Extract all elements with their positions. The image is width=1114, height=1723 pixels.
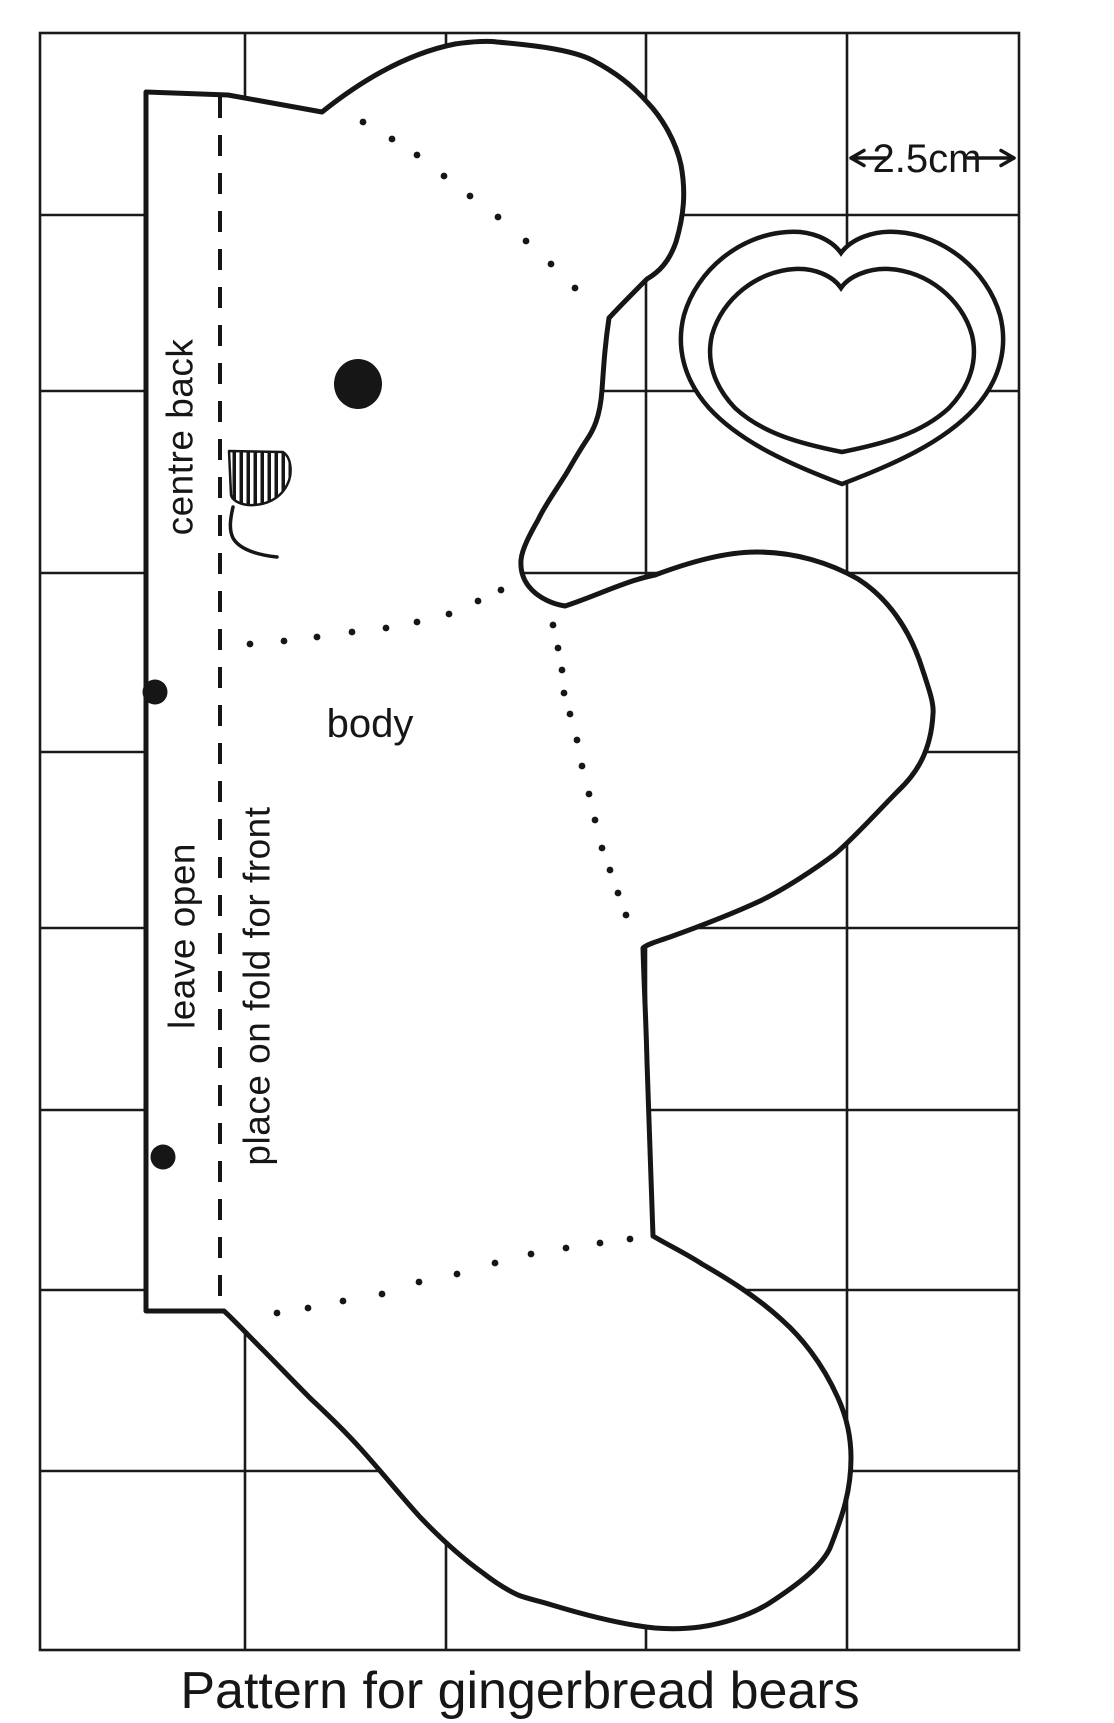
neck-stitch-dot — [280, 637, 288, 645]
ear-stitch-dot — [413, 151, 421, 159]
scale-dimension-label: 2.5cm — [873, 137, 982, 181]
leg-stitch-dot — [527, 1250, 535, 1258]
arm-stitch-dot — [585, 790, 593, 798]
neck-stitch-dot — [382, 624, 390, 632]
leg-stitch-dot — [415, 1278, 423, 1286]
mouth — [227, 449, 292, 507]
ear-stitch-dot — [547, 260, 555, 268]
heart-inner-outline — [707, 266, 977, 455]
dimension-arrows — [849, 148, 1016, 168]
neck-stitch-dot — [445, 610, 453, 618]
neck-stitch-dot — [497, 586, 505, 594]
arm-stitch-dot — [566, 710, 574, 718]
neck-stitch-dot — [246, 640, 254, 648]
neck-stitch-dot — [313, 633, 321, 641]
ear-stitch-dot — [494, 213, 502, 221]
arm-stitch-dot — [591, 816, 599, 824]
label-body: body — [327, 702, 414, 746]
leg-stitch-dot — [339, 1297, 347, 1305]
ear-stitch-dot — [466, 192, 474, 200]
notch-dot — [142, 679, 168, 705]
eye — [334, 359, 382, 409]
ear-stitch-dot — [359, 118, 367, 126]
arm-stitch-dot — [578, 762, 586, 770]
grid-border — [38, 31, 1021, 1652]
label-leave-open: leave open — [162, 843, 203, 1029]
arm-stitch-dot — [622, 911, 630, 919]
leg-stitch-dot — [273, 1309, 281, 1317]
smile-line — [228, 505, 279, 559]
bear-body-outline — [143, 38, 936, 1632]
figure-caption: Pattern for gingerbread bears — [180, 1662, 859, 1720]
ear-stitch-dot — [440, 172, 448, 180]
arm-stitch-dot — [558, 666, 566, 674]
label-place-on-fold: place on fold for front — [237, 806, 278, 1165]
leg-stitch-dot — [453, 1270, 461, 1278]
arm-stitch-dot — [549, 621, 557, 629]
leg-stitch-dot — [596, 1239, 604, 1247]
leg-stitch-dot — [491, 1259, 499, 1267]
leg-stitch-dot — [626, 1235, 634, 1243]
ear-stitch-dot — [571, 284, 579, 292]
neck-stitch-dot — [474, 597, 482, 605]
arm-stitch-dot — [573, 736, 581, 744]
neck-stitch-dot — [413, 618, 421, 626]
arm-stitch-dot — [560, 689, 568, 697]
opening-notch-dots — [142, 679, 176, 1170]
ear-stitch-dot — [388, 135, 396, 143]
heart-piece — [678, 229, 1006, 487]
leg-stitch-dot — [304, 1304, 312, 1312]
neck-stitch-dot — [348, 628, 356, 636]
right-arrow-icon — [966, 148, 1016, 168]
ear-stitch-dot — [522, 237, 530, 245]
left-arrow-icon — [849, 148, 888, 168]
notch-dot — [150, 1144, 176, 1170]
label-centre-back: centre back — [160, 339, 201, 536]
arm-stitch-dot — [614, 889, 622, 897]
leg-stitch-dot — [562, 1244, 570, 1252]
arm-stitch-dot — [606, 866, 614, 874]
leg-stitch-dot — [378, 1290, 386, 1298]
arm-stitch-dot — [598, 844, 606, 852]
arm-stitch-dot — [554, 644, 562, 652]
stitch-dot-lines — [246, 118, 634, 1317]
